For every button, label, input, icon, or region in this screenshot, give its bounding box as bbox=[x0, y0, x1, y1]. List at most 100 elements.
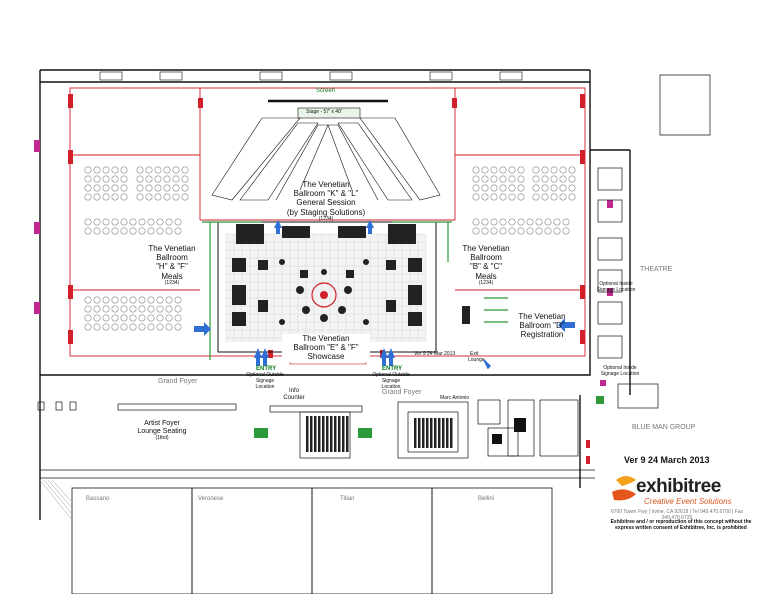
info-counter-label: Info Counter bbox=[282, 388, 306, 402]
round-table bbox=[517, 184, 525, 192]
meals-left-code: (1234) bbox=[164, 279, 180, 286]
round-table bbox=[93, 305, 101, 313]
red-side-markers bbox=[586, 440, 590, 464]
round-table bbox=[559, 193, 567, 201]
round-table bbox=[490, 184, 498, 192]
round-table bbox=[145, 166, 153, 174]
round-table bbox=[508, 175, 516, 183]
round-table bbox=[532, 193, 540, 201]
round-table bbox=[84, 218, 92, 226]
room-bellini: Bellini bbox=[478, 496, 495, 502]
registration-counters bbox=[462, 306, 470, 324]
round-table bbox=[508, 184, 516, 192]
round-table bbox=[499, 184, 507, 192]
round-table bbox=[138, 296, 146, 304]
round-table bbox=[535, 227, 543, 235]
round-table bbox=[84, 305, 92, 313]
showcase-line-2: Ballroom "E" & "F" bbox=[293, 343, 359, 353]
round-table bbox=[499, 193, 507, 201]
round-table bbox=[472, 193, 480, 201]
round-table bbox=[163, 175, 171, 183]
artist-foyer-label: Artist Foyer Lounge Seating (1tbd) bbox=[130, 420, 194, 442]
brand-address: 6700 Tower Fwy | Irvine, CA 92618 | Tel … bbox=[610, 509, 744, 521]
round-table bbox=[165, 305, 173, 313]
info-counter-line-1: Info bbox=[288, 388, 299, 394]
round-table bbox=[481, 166, 489, 174]
registration-label: The Venetian Ballroom "D" Registration bbox=[502, 312, 582, 340]
round-table bbox=[481, 218, 489, 226]
round-table bbox=[129, 227, 137, 235]
round-table bbox=[490, 166, 498, 174]
round-table bbox=[84, 193, 92, 201]
round-table bbox=[181, 166, 189, 174]
round-table bbox=[84, 323, 92, 331]
meals-right-line-3: "B" & "C" bbox=[469, 262, 503, 272]
info-counter-line-2: Counter bbox=[283, 394, 305, 401]
registration-line-1: The Venetian bbox=[518, 312, 566, 321]
round-table bbox=[136, 166, 144, 174]
round-table bbox=[93, 218, 101, 226]
round-table bbox=[550, 175, 558, 183]
room-titian: Titian bbox=[340, 496, 355, 502]
showcase-line-3: Showcase bbox=[307, 352, 345, 362]
round-table bbox=[111, 314, 119, 322]
round-table bbox=[136, 193, 144, 201]
round-table bbox=[120, 323, 128, 331]
round-table bbox=[481, 184, 489, 192]
round-table bbox=[559, 175, 567, 183]
round-table bbox=[84, 227, 92, 235]
round-table bbox=[532, 184, 540, 192]
round-table bbox=[111, 296, 119, 304]
round-table bbox=[172, 193, 180, 201]
round-table bbox=[508, 193, 516, 201]
stage bbox=[268, 99, 388, 119]
meals-left-line-1: The Venetian bbox=[148, 244, 196, 253]
meals-left-line-3: "H" & "F" bbox=[156, 262, 188, 272]
round-table bbox=[490, 193, 498, 201]
round-table bbox=[136, 184, 144, 192]
round-table bbox=[472, 166, 480, 174]
round-table bbox=[165, 314, 173, 322]
round-table bbox=[145, 193, 153, 201]
meeting-room-hatch bbox=[39, 479, 73, 521]
round-table bbox=[93, 184, 101, 192]
round-table bbox=[154, 193, 162, 201]
showcase-label: The Venetian Ballroom "E" & "F" Showcase bbox=[282, 334, 370, 362]
round-table bbox=[544, 227, 552, 235]
round-table bbox=[490, 227, 498, 235]
round-table bbox=[120, 314, 128, 322]
round-table bbox=[174, 314, 182, 322]
round-table bbox=[172, 166, 180, 174]
round-table bbox=[174, 218, 182, 226]
round-table bbox=[541, 193, 549, 201]
brand-disclaimer: Exhibitree and / or reproduction of this… bbox=[606, 519, 756, 532]
round-table bbox=[499, 175, 507, 183]
round-table bbox=[129, 218, 137, 226]
round-table bbox=[154, 166, 162, 174]
round-table bbox=[156, 227, 164, 235]
theatre-label: THEATRE bbox=[640, 266, 673, 273]
round-table bbox=[111, 305, 119, 313]
round-table bbox=[120, 218, 128, 226]
round-table bbox=[163, 184, 171, 192]
round-table bbox=[526, 218, 534, 226]
round-table bbox=[541, 166, 549, 174]
round-table bbox=[145, 175, 153, 183]
round-table bbox=[84, 175, 92, 183]
round-table bbox=[102, 305, 110, 313]
entry-right-label: ENTRY bbox=[382, 366, 403, 372]
disclaimer-line-2: express written consent of Exhibitree, I… bbox=[615, 524, 747, 531]
round-table bbox=[553, 218, 561, 226]
round-table bbox=[508, 218, 516, 226]
round-table bbox=[163, 193, 171, 201]
round-table bbox=[93, 166, 101, 174]
artist-foyer-line-1: Artist Foyer bbox=[144, 420, 180, 427]
round-table bbox=[568, 184, 576, 192]
round-table bbox=[165, 323, 173, 331]
round-table bbox=[147, 305, 155, 313]
round-table bbox=[102, 218, 110, 226]
disclaimer-line-1: Exhibitree and / or reproduction of this… bbox=[610, 519, 752, 525]
artist-foyer-line-3: (1tbd) bbox=[155, 435, 169, 442]
lounge-label: Lounge bbox=[468, 357, 485, 363]
meals-left-line-4: Meals bbox=[161, 271, 183, 281]
